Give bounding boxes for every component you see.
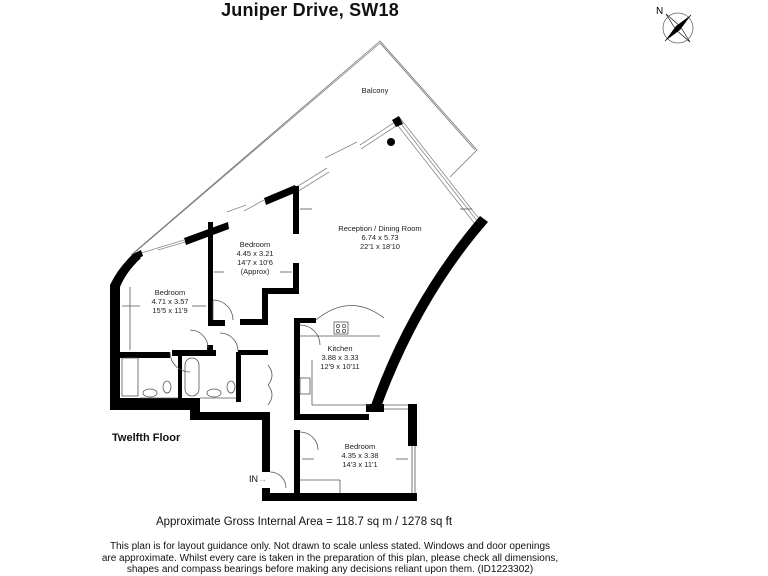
window-facade	[137, 117, 481, 255]
gross-area-text: Approximate Gross Internal Area = 118.7 …	[155, 516, 453, 528]
room-label-bedroom-2: Bedroom 4.45 x 3.21 14'7 x 10'6 (Approx)	[222, 240, 288, 276]
room-imperial: 15'5 x 11'9	[152, 306, 188, 315]
room-label-kitchen: Kitchen 3.88 x 3.33 12'9 x 10'11	[310, 344, 370, 371]
room-metric: 4.35 x 3.38	[341, 451, 379, 460]
fixtures	[121, 208, 472, 493]
room-label-balcony: Balcony	[345, 86, 405, 95]
room-metric: 6.74 x 5.73	[361, 233, 399, 242]
room-name: Bedroom	[344, 442, 376, 451]
compass-north-label: N	[656, 6, 663, 17]
entrance-text: IN	[249, 474, 258, 484]
room-imperial: 14'3 x 11'1	[342, 460, 378, 469]
room-label-bedroom-3: Bedroom 4.35 x 3.38 14'3 x 11'1	[325, 442, 395, 469]
room-label-bedroom-1: Bedroom 4.71 x 3.57 15'5 x 11'9	[135, 288, 205, 315]
walls	[110, 116, 488, 501]
room-label-reception: Reception / Dining Room 6.74 x 5.73 22'1…	[320, 224, 440, 251]
balcony-outline	[130, 40, 478, 256]
room-note: (Approx)	[240, 267, 270, 276]
disclaimer-line: are approximate. Whilst every care is ta…	[101, 552, 559, 564]
room-imperial: 12'9 x 10'11	[320, 362, 360, 371]
entrance-label: IN→	[249, 474, 267, 484]
room-name: Balcony	[361, 86, 389, 95]
room-metric: 4.45 x 3.21	[236, 249, 274, 258]
room-name: Bedroom	[239, 240, 271, 249]
disclaimer-line: shapes and compass bearings before makin…	[126, 564, 534, 575]
room-metric: 4.71 x 3.57	[151, 297, 189, 306]
gross-area: Approximate Gross Internal Area = 118.7 …	[0, 516, 768, 528]
room-imperial: 14'7 x 10'6	[237, 258, 273, 267]
arrow-right-icon: →	[258, 474, 267, 484]
room-name: Bedroom	[154, 288, 186, 297]
room-name: Kitchen	[327, 344, 353, 353]
room-imperial: 22'1 x 18'10	[360, 242, 400, 251]
floor-label: Twelfth Floor	[112, 432, 181, 444]
disclaimer: This plan is for layout guidance only. N…	[60, 541, 600, 576]
compass-rose-icon: N	[650, 2, 698, 48]
room-name: Reception / Dining Room	[338, 224, 422, 233]
room-metric: 3.88 x 3.33	[321, 353, 359, 362]
page-title: Juniper Drive, SW18	[221, 0, 399, 20]
disclaimer-line: This plan is for layout guidance only. N…	[109, 541, 551, 552]
